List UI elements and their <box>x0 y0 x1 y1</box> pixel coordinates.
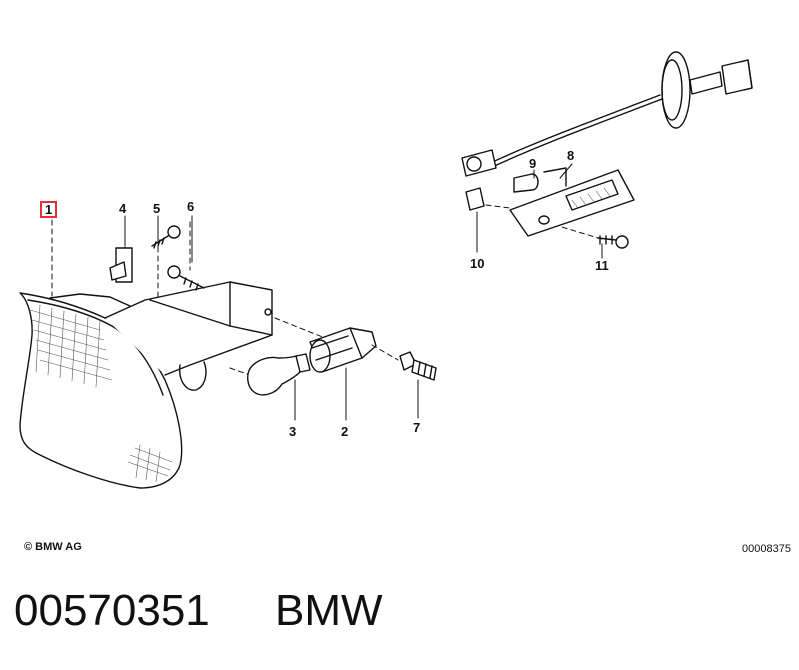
part-8-cable <box>461 51 753 177</box>
part-number: 00570351 <box>14 586 210 635</box>
part-3-bulb <box>247 353 311 396</box>
callout-10[interactable]: 10 <box>470 256 485 271</box>
parts-diagram <box>19 51 753 489</box>
part-2-socket <box>309 327 377 373</box>
callout-7[interactable]: 7 <box>413 420 421 435</box>
callout-2[interactable]: 2 <box>341 424 349 439</box>
callout-3[interactable]: 3 <box>289 424 297 439</box>
part-11-screw <box>597 235 629 249</box>
turn-signal-lens <box>19 292 183 489</box>
callout-6[interactable]: 6 <box>187 199 195 214</box>
part-10-socket <box>465 187 485 211</box>
side-marker-lens <box>509 167 635 237</box>
brand-name: BMW <box>275 586 383 635</box>
image-code: 00008375 <box>742 543 791 555</box>
part-5-screw <box>151 225 181 249</box>
part-9-small-bulb <box>513 173 539 193</box>
lamp-housing <box>49 281 273 391</box>
copyright-notice: © BMW AG <box>24 541 82 553</box>
part-7-rivet <box>399 351 437 381</box>
callout-11[interactable]: 11 <box>595 258 609 273</box>
callout-4[interactable]: 4 <box>119 201 127 216</box>
callout-8[interactable]: 8 <box>567 148 575 163</box>
callout-1[interactable]: 1 <box>40 201 58 218</box>
callout-9[interactable]: 9 <box>529 156 537 171</box>
callout-5[interactable]: 5 <box>153 201 161 216</box>
part-4-clip <box>109 247 133 283</box>
part-6-screw <box>167 265 205 291</box>
